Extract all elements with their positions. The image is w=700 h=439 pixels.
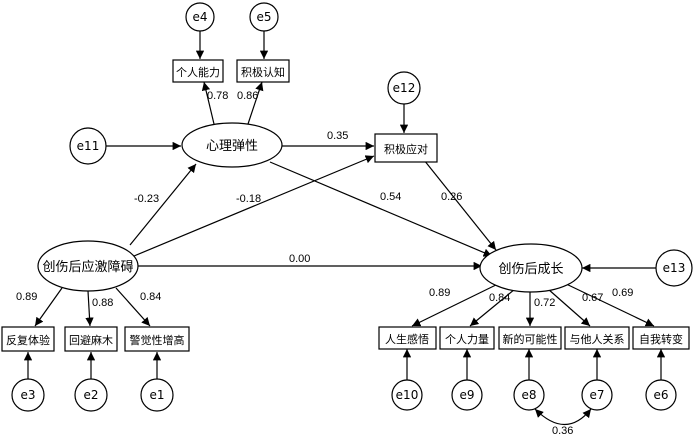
indicator-life-perception-label: 人生感悟: [385, 332, 429, 346]
error-e5: e5: [249, 2, 279, 32]
edge-ptg-life-perception: [411, 281, 503, 327]
edge-ptsd-hyperarousal: [115, 287, 151, 327]
edge-e8-e7-covariance: [534, 408, 592, 425]
edge-resilience-positive-cognition: [247, 81, 264, 125]
error-e1: e1: [140, 378, 174, 412]
coef-ptsd-re-experiencing: 0.89: [16, 291, 37, 303]
coef-ptg-self-change: 0.69: [612, 287, 633, 299]
indicator-hyperarousal-label: 警觉性增高: [130, 333, 185, 347]
error-e9: e9: [451, 379, 483, 411]
indicator-relating-to-others: 与他人关系: [564, 326, 630, 350]
indicator-positive-coping: 积极应对: [374, 133, 438, 163]
latent-ptsd-label: 创伤后应激障碍: [42, 259, 133, 275]
coef-ptsd-hyperarousal: 0.84: [140, 291, 161, 303]
indicator-hyperarousal: 警觉性增高: [124, 326, 190, 352]
latent-ptg: 创伤后成长: [479, 243, 583, 293]
latent-ptsd: 创伤后应激障碍: [37, 240, 139, 292]
indicator-personal-ability: 个人能力: [172, 59, 224, 83]
error-e10-label: e10: [396, 388, 419, 402]
error-e2: e2: [74, 378, 108, 412]
edge-ptsd-avoidance: [85, 290, 94, 327]
error-e13: e13: [655, 249, 693, 287]
coef-ptg-personal-strength: 0.84: [489, 292, 510, 304]
coef-ptsd-resilience: -0.23: [134, 193, 159, 205]
coef-ptsd-coping: -0.18: [236, 193, 261, 205]
error-e3-label: e3: [20, 388, 35, 402]
coef-resilience-positive-cognition: 0.86: [237, 90, 258, 102]
indicator-self-change-label: 自我转变: [639, 332, 683, 346]
indicator-new-possibilities: 新的可能性: [498, 326, 562, 350]
error-e7: e7: [581, 379, 613, 411]
error-e1-label: e1: [149, 388, 164, 402]
edge-ptg-personal-strength: [469, 288, 516, 327]
error-e2-label: e2: [83, 388, 98, 402]
error-e3: e3: [11, 378, 45, 412]
error-e8: e8: [513, 379, 545, 411]
error-e9-label: e9: [459, 388, 474, 402]
indicator-re-experiencing: 反复体验: [1, 326, 55, 352]
coef-e8-e7-covariance: 0.36: [552, 425, 573, 437]
indicator-avoidance-label: 回避麻木: [69, 333, 113, 347]
latent-ptg-label: 创伤后成长: [498, 262, 563, 277]
error-e8-label: e8: [521, 388, 536, 402]
latent-resilience-label: 心理弹性: [206, 139, 258, 154]
error-e4-label: e4: [192, 10, 207, 24]
coef-ptg-life-perception: 0.89: [429, 287, 450, 299]
indicator-self-change: 自我转变: [632, 326, 690, 350]
indicator-new-possibilities-label: 新的可能性: [503, 332, 558, 346]
edge-ptg-self-change: [561, 281, 655, 327]
error-e12: e12: [387, 71, 421, 105]
edge-ptg-relating-to-others: [547, 288, 591, 327]
indicator-re-experiencing-label: 反复体验: [6, 333, 50, 347]
coef-ptg-new-possibilities: 0.72: [534, 297, 555, 309]
indicator-positive-cognition: 积极认知: [236, 59, 290, 83]
error-e10: e10: [391, 379, 423, 411]
error-e11-label: e11: [77, 139, 100, 153]
error-e11: e11: [69, 127, 107, 165]
error-e5-label: e5: [256, 10, 271, 24]
coef-coping-ptg: 0.26: [441, 191, 462, 203]
indicator-positive-cognition-label: 积极认知: [241, 65, 285, 79]
edge-coping-ptg: [423, 159, 497, 251]
coef-resilience-ptg: 0.54: [380, 191, 401, 203]
error-e6-label: e6: [653, 388, 668, 402]
edge-ptsd-re-experiencing: [34, 287, 63, 327]
coef-resilience-personal-ability: 0.78: [207, 90, 228, 102]
indicator-avoidance: 回避麻木: [64, 326, 118, 352]
indicator-personal-strength-label: 个人力量: [445, 333, 489, 346]
indicator-positive-coping-label: 积极应对: [384, 142, 428, 156]
edge-resilience-personal-ability: [201, 81, 215, 125]
error-e7-label: e7: [589, 388, 604, 402]
indicator-relating-to-others-label: 与他人关系: [570, 332, 625, 346]
edge-ptsd-resilience: [129, 163, 197, 246]
error-e13-label: e13: [663, 261, 686, 275]
latent-resilience: 心理弹性: [181, 122, 283, 168]
indicator-personal-ability-label: 个人能力: [176, 65, 220, 79]
edge-ptsd-coping: [133, 155, 375, 257]
indicator-life-perception: 人生感悟: [378, 326, 437, 350]
indicator-personal-strength: 个人力量: [439, 326, 495, 350]
coef-ptsd-ptg: 0.00: [289, 253, 310, 265]
coef-resilience-positive-coping: 0.35: [327, 130, 348, 142]
error-e12-label: e12: [393, 81, 416, 95]
error-e6: e6: [645, 379, 677, 411]
coef-ptsd-avoidance: 0.88: [92, 297, 113, 309]
error-e4: e4: [185, 2, 215, 32]
edge-resilience-ptg: [269, 161, 493, 257]
coef-ptg-relating-to-others: 0.67: [582, 292, 603, 304]
